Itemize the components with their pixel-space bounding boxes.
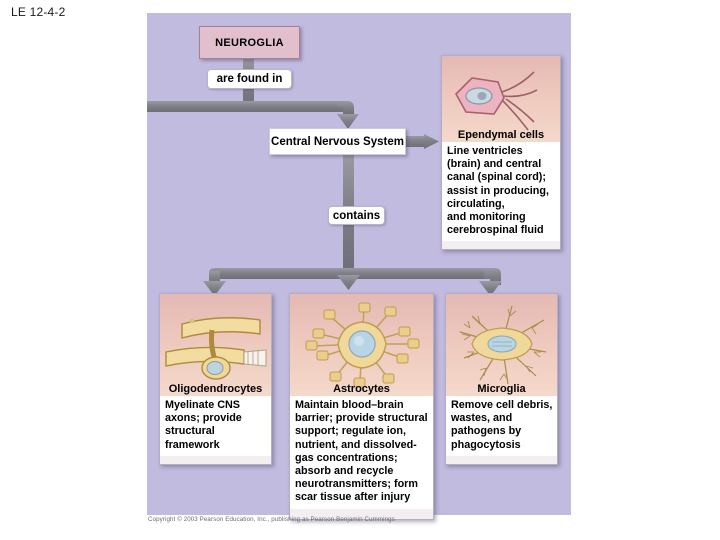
panel-title-astrocytes: Astrocytes bbox=[333, 383, 390, 395]
panel-description-astrocytes: Maintain blood–brain barrier; provide st… bbox=[290, 396, 433, 509]
panel-astrocytes: Astrocytes Maintain blood–brain barrier;… bbox=[289, 293, 434, 520]
neuroglia-root-label: NEUROGLIA bbox=[215, 36, 284, 49]
connector-label-are-found-in: are found in bbox=[207, 69, 292, 89]
panel-microglia: Microglia Remove cell debris, wastes, an… bbox=[445, 293, 558, 465]
central-nervous-system-box: Central Nervous System bbox=[269, 128, 406, 155]
central-nervous-system-label: Central Nervous System bbox=[271, 135, 404, 148]
panel-description-microglia: Remove cell debris, wastes, and pathogen… bbox=[446, 396, 557, 456]
astrocyte-illustration: Astrocytes bbox=[290, 294, 433, 396]
microglia-illustration: Microglia bbox=[446, 294, 557, 396]
panel-title-ependymal: Ependymal cells bbox=[457, 129, 545, 141]
ependymal-cell-illustration: Ependymal cells bbox=[442, 56, 560, 142]
panel-title-oligodendrocytes: Oligodendrocytes bbox=[168, 383, 263, 395]
panel-description-oligodendrocytes: Myelinate CNS axons; provide structural … bbox=[160, 396, 271, 456]
are-found-in-text: are found in bbox=[216, 73, 283, 85]
copyright-notice: Copyright © 2003 Pearson Education, Inc.… bbox=[148, 516, 395, 523]
panel-ependymal-cells: Ependymal cells Line ventricles (brain) … bbox=[441, 55, 561, 250]
panel-oligodendrocytes: Oligodendrocytes Myelinate CNS axons; pr… bbox=[159, 293, 272, 465]
panel-description-ependymal: Line ventricles (brain) and central cana… bbox=[442, 142, 560, 242]
slide-number-label: LE 12-4-2 bbox=[11, 5, 66, 19]
oligodendrocyte-illustration: Oligodendrocytes bbox=[160, 294, 271, 396]
neuroglia-root-box: NEUROGLIA bbox=[199, 26, 300, 59]
contains-text: contains bbox=[332, 209, 381, 222]
neuroglia-flowchart: NEUROGLIA are found in Central Nervous S… bbox=[147, 13, 571, 520]
connector-label-contains: contains bbox=[328, 206, 385, 225]
panel-title-microglia: Microglia bbox=[477, 383, 526, 395]
